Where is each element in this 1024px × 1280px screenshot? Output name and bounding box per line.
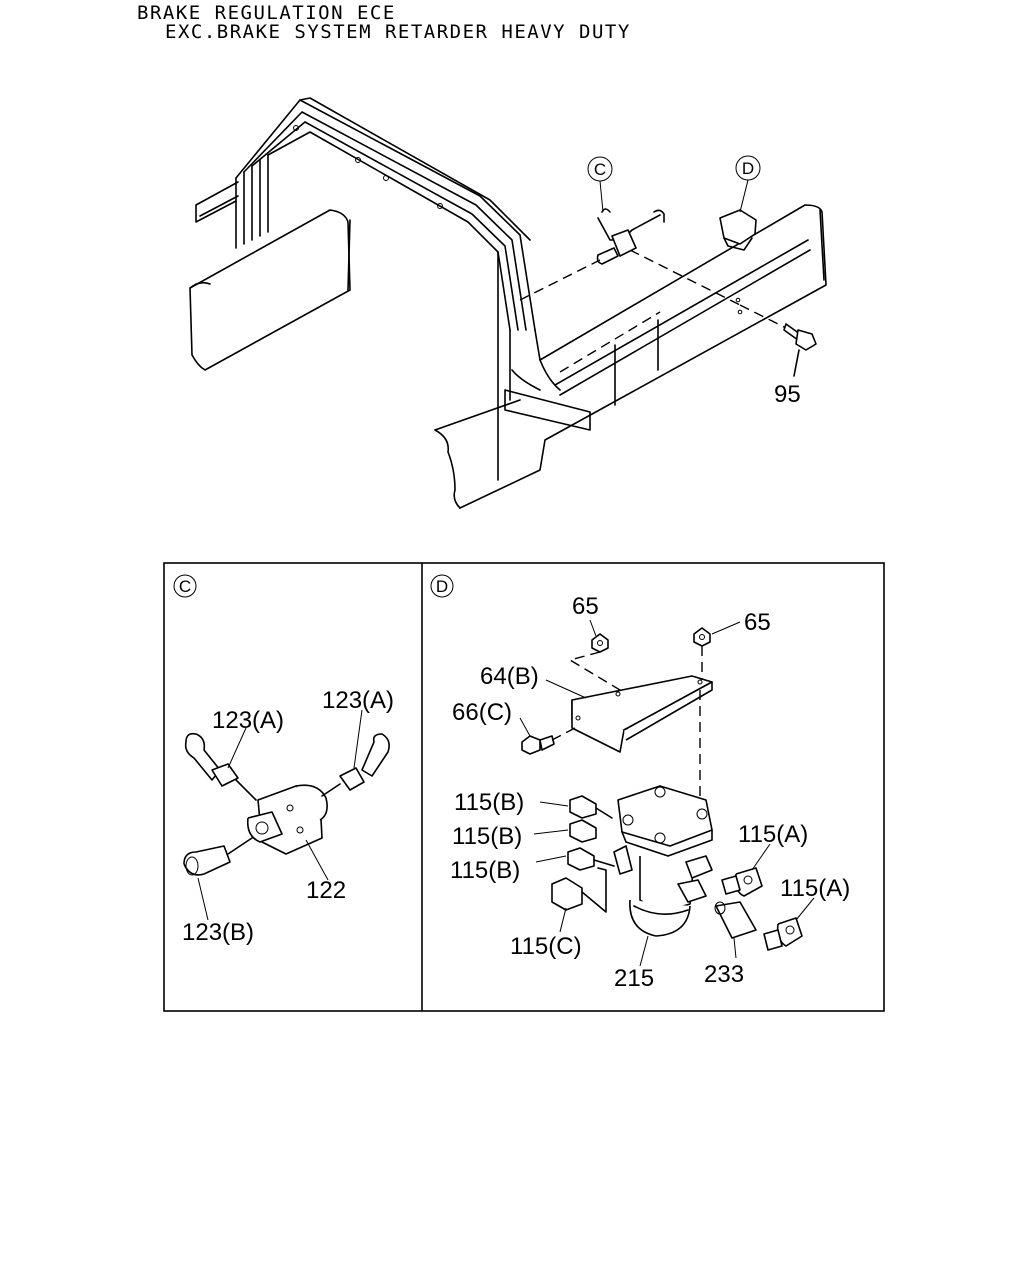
label-66c: 66(C) <box>452 699 512 726</box>
detail-d-marker: D <box>436 577 448 596</box>
label-123a-right: 123(A) <box>322 687 394 714</box>
fitting-123a-left <box>184 732 257 801</box>
bracket-64b <box>571 675 713 753</box>
valve-122 <box>246 784 328 855</box>
label-64b: 64(B) <box>480 663 539 690</box>
fitting-233 <box>714 901 757 939</box>
label-65-right: 65 <box>744 609 771 636</box>
fitting-115a-2 <box>763 917 803 951</box>
detail-frame <box>163 562 885 1012</box>
label-115b-2: 115(B) <box>452 823 522 850</box>
relay-valve-215 <box>613 785 713 937</box>
relay-valve-c-overview <box>596 208 665 265</box>
label-233: 233 <box>704 961 744 988</box>
label-215: 215 <box>614 965 654 992</box>
fitting-115b-3 <box>567 847 615 871</box>
label-115c: 115(C) <box>510 933 582 960</box>
fitting-123b <box>183 837 253 876</box>
nut-65-left <box>591 633 609 653</box>
callout-d: D <box>735 155 761 213</box>
detail-c-panel: C 12 <box>173 574 394 946</box>
label-122: 122 <box>306 877 346 904</box>
fitting-115b-2 <box>569 819 597 843</box>
bolt-95-overview <box>783 323 817 377</box>
title-line-2: EXC.BRAKE SYSTEM RETARDER HEAVY DUTY <box>165 21 631 43</box>
label-115b-1: 115(B) <box>454 789 524 816</box>
detail-c-marker: C <box>179 577 191 596</box>
label-95: 95 <box>774 381 801 408</box>
label-115b-3: 115(B) <box>450 857 520 884</box>
bolt-66c <box>521 727 576 755</box>
fitting-115a-1 <box>721 867 763 897</box>
label-115a-2: 115(A) <box>780 875 850 902</box>
nut-65-right <box>693 627 711 647</box>
label-123a-left: 123(A) <box>212 707 284 734</box>
fitting-115c <box>551 867 607 913</box>
valve-d-overview <box>719 209 757 251</box>
label-115a-1: 115(A) <box>738 821 808 848</box>
fitting-115b-1 <box>569 795 613 819</box>
label-65-left: 65 <box>572 593 599 620</box>
callout-c-text: C <box>594 160 606 179</box>
callout-d-text: D <box>742 159 754 178</box>
detail-d-panel: D <box>430 574 850 992</box>
callout-c: C <box>587 156 613 213</box>
title-line-1: BRAKE REGULATION ECE <box>137 2 396 24</box>
label-123b: 123(B) <box>182 919 254 946</box>
fitting-123a-right <box>321 733 390 797</box>
chassis-frame-drawing <box>189 97 827 509</box>
